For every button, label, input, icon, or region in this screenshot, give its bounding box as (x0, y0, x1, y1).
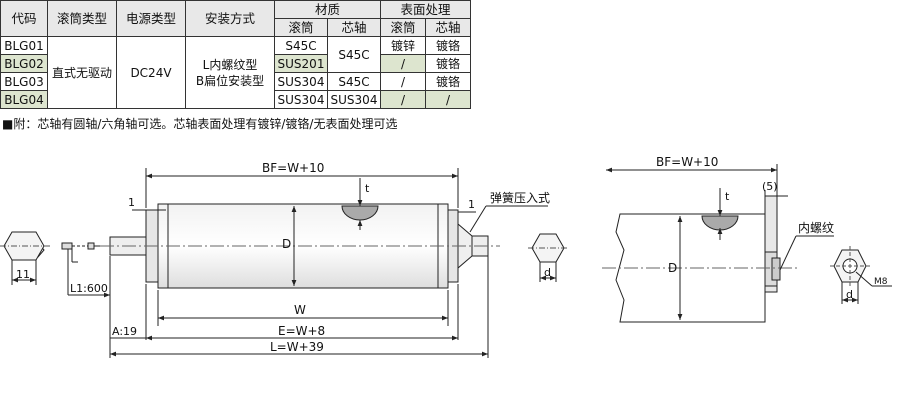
table-row: BLG04 SUS304 SUS304 / / (0, 90, 471, 109)
install-line2: B扁位安装型 (195, 73, 265, 88)
surface-drum-cell: / (380, 90, 426, 109)
code-cell: BLG04 (0, 90, 48, 109)
d-label: D (282, 237, 291, 251)
surface-shaft-cell: 镀铬 (425, 36, 471, 55)
header-material-shaft: 芯轴 (327, 18, 381, 37)
one-right-label: 1 (468, 198, 475, 211)
material-drum-cell: SUS304 (274, 90, 328, 109)
code-cell: BLG01 (0, 36, 48, 55)
material-drum-cell: SUS201 (274, 54, 328, 73)
hex-thread-icon (830, 246, 892, 304)
material-shaft-cell: S45C (327, 36, 381, 73)
header-surface: 表面处理 (380, 0, 471, 19)
header-material: 材质 (274, 0, 381, 19)
header-material-drum: 滚筒 (274, 18, 328, 37)
t-right-label: t (725, 190, 730, 203)
hex-left-label: 11 (16, 268, 30, 281)
code-cell: BLG03 (0, 72, 48, 91)
bf-label: BF=W+10 (262, 161, 324, 175)
main-view: 11 (0, 168, 548, 358)
l-label: L=W+39 (270, 340, 324, 354)
material-shaft-cell: SUS304 (327, 90, 381, 109)
a-label: A:19 (112, 325, 137, 338)
surface-drum-cell: / (380, 72, 426, 91)
detail-view (602, 164, 834, 323)
surface-drum-cell: 镀锌 (380, 36, 426, 55)
surface-drum-cell: / (380, 54, 426, 73)
hex-right-icon (528, 233, 568, 282)
install-line1: L内螺纹型 (202, 57, 258, 72)
inner-thread-label: 内螺纹 (798, 221, 834, 235)
five-label: (5) (762, 180, 778, 193)
one-left-label: 1 (128, 196, 135, 209)
table-row: BLG03 SUS304 S45C / 镀铬 (0, 72, 471, 91)
surface-shaft-cell: 镀铬 (425, 72, 471, 91)
surface-shaft-cell: / (425, 90, 471, 109)
table-row: BLG02 SUS201 / 镀铬 (0, 54, 471, 73)
wall-section (341, 205, 379, 221)
hex-right-d-label: d (544, 266, 551, 279)
surface-shaft-cell: 镀铬 (425, 54, 471, 73)
d-right-label: D (668, 261, 677, 275)
spring-label: 弹簧压入式 (490, 190, 550, 205)
header-surface-drum: 滚筒 (380, 18, 426, 37)
spec-table: 代码 滚筒类型 电源类型 安装方式 材质 表面处理 滚筒 芯轴 滚筒 芯轴 BL… (0, 0, 471, 109)
code-cell: BLG02 (0, 54, 48, 73)
header-code: 代码 (0, 0, 48, 37)
table-row: BLG01 直式无驱动 DC24V L内螺纹型 B扁位安装型 S45C S45C… (0, 36, 471, 109)
e-label: E=W+8 (278, 324, 325, 338)
material-shaft-cell: S45C (327, 72, 381, 91)
material-drum-cell: SUS304 (274, 72, 328, 91)
material-drum-cell: S45C (274, 36, 328, 55)
drum-type-cell: 直式无驱动 (47, 36, 117, 109)
hex-left-icon (0, 231, 50, 285)
w-label: W (294, 303, 306, 317)
header-drum-type: 滚筒类型 (47, 0, 117, 37)
l1-label: L1:600 (70, 282, 108, 295)
header-power-type: 电源类型 (116, 0, 186, 37)
m8-label: M8 (874, 277, 888, 287)
technical-drawing: 11 (0, 155, 892, 358)
header-install: 安装方式 (185, 0, 275, 37)
install-cell: L内螺纹型 B扁位安装型 (185, 36, 275, 109)
note-text: ■附：芯轴有圆轴/六角轴可选。芯轴表面处理有镀锌/镀铬/无表面处理可选 (2, 117, 398, 131)
hex-far-d-label: d (846, 288, 853, 301)
power-cell: DC24V (116, 36, 186, 109)
bf-right-label: BF=W+10 (656, 155, 718, 169)
t-left-label: t (365, 182, 370, 195)
header-surface-shaft: 芯轴 (425, 18, 471, 37)
